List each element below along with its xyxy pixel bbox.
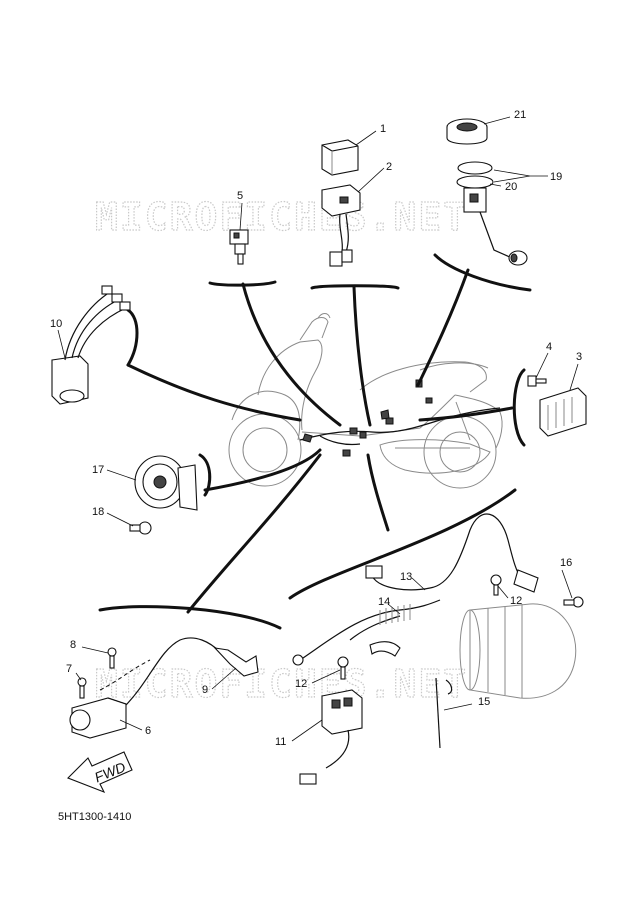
part-13-starter-cable <box>365 513 539 593</box>
part-21-cap <box>446 118 488 145</box>
callout-leaders <box>57 116 579 742</box>
callout-16: 16 <box>560 557 572 569</box>
callout-14: 14 <box>378 596 390 608</box>
part-12-bolt-b <box>490 574 502 596</box>
callout-9: 9 <box>202 684 208 696</box>
callout-19: 19 <box>550 171 562 183</box>
callout-6: 6 <box>145 725 151 737</box>
callout-17: 17 <box>92 464 104 476</box>
part-15-cable-tie <box>435 677 453 749</box>
callout-13: 13 <box>400 571 412 583</box>
leader-lines <box>126 268 514 614</box>
callout-12-upper: 12 <box>510 595 522 607</box>
callout-8: 8 <box>70 639 76 651</box>
part-8-bolt <box>107 647 117 669</box>
callout-1: 1 <box>380 123 386 135</box>
starter-motor-outline <box>459 603 577 699</box>
callout-7: 7 <box>66 663 72 675</box>
part-16-bolt <box>563 596 584 608</box>
callout-11: 11 <box>275 736 286 748</box>
watermark-bottom: MICROFICHES.NET <box>95 662 468 706</box>
part-7-bolt <box>77 677 87 699</box>
callout-numbers: 1 2 3 4 5 6 7 8 9 10 11 12 12 13 14 15 1… <box>50 109 582 748</box>
part-14-battery-cable <box>292 599 441 666</box>
part-2-relay-holder <box>321 184 361 267</box>
fwd-label: FWD <box>92 759 128 786</box>
callout-5: 5 <box>237 190 243 202</box>
callout-2: 2 <box>386 161 392 173</box>
callout-15: 15 <box>478 696 490 708</box>
part-11-starter-relay <box>299 689 363 785</box>
part-3-rectifier <box>539 387 587 437</box>
fwd-arrow: FWD <box>67 751 133 794</box>
part-18-screw <box>129 521 152 535</box>
part-4-bolt <box>527 375 547 387</box>
bracket-lines <box>98 253 532 630</box>
part-5-switch <box>229 229 249 265</box>
callout-18: 18 <box>92 506 104 518</box>
callout-20: 20 <box>505 181 517 193</box>
part-1-relay <box>321 139 359 176</box>
callout-4: 4 <box>546 341 552 353</box>
watermark-top: MICROFICHES.NET <box>95 195 468 239</box>
callout-3: 3 <box>576 351 582 363</box>
part-6-ignition-coil <box>69 697 127 739</box>
part-19-20-fuel-sender <box>456 161 528 266</box>
diagram-code: 5HT1300-1410 <box>58 811 131 823</box>
part-17-horn <box>134 455 198 511</box>
callout-21: 21 <box>514 109 526 121</box>
part-10-main-switch <box>51 285 131 405</box>
part-12-bolt-a <box>337 656 349 680</box>
scooter-outline <box>228 313 503 489</box>
callout-10: 10 <box>50 318 62 330</box>
part-9-plug-cap <box>99 637 259 706</box>
callout-12-lower: 12 <box>295 678 307 690</box>
